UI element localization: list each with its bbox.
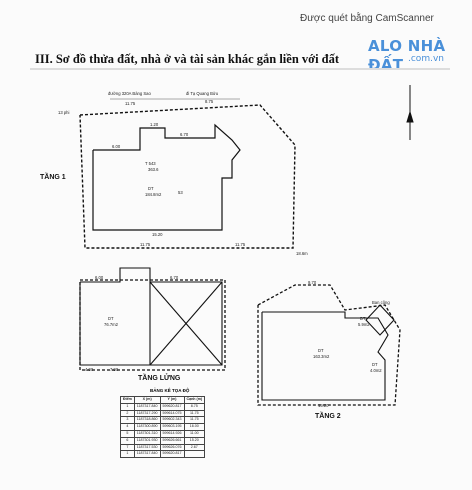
tang2-dim-top: 9.70: [308, 280, 317, 285]
tang2-dt2-area: 5.9m2: [358, 322, 370, 327]
table-row: 7 1187317.530 599626.076 2.67: [120, 443, 206, 452]
coord-header-cell: Y (m): [159, 396, 185, 404]
tang2-dt2-label: DT: [360, 316, 366, 321]
coord-cell: 599614.075: [159, 409, 185, 418]
watermark-domain: .com.vn: [408, 54, 444, 64]
section-title: III. Sơ đồ thửa đất, nhà ở và tài sản kh…: [35, 52, 340, 66]
coord-header-cell: X (m): [133, 396, 161, 404]
tang1-parcel-id: T 543: [145, 161, 156, 166]
coord-cell: 2: [120, 409, 135, 418]
tang2-balcony: Ban công: [372, 300, 390, 305]
tang-lung-dim-bottom1: 7.90: [110, 367, 119, 372]
coord-cell: 1: [120, 450, 135, 459]
coord-cell: 6: [120, 436, 135, 445]
tang1-building: [92, 123, 241, 231]
coord-cell: 1187317.290: [133, 409, 161, 418]
coord-cell: 1: [120, 402, 135, 411]
title-underline: [30, 68, 450, 70]
tang2-label: TẦNG 2: [315, 413, 341, 420]
tang-lung-dt-label: DT: [108, 316, 114, 321]
tang1-label: TẦNG 1: [40, 174, 66, 181]
tang2-dt3-label: DT: [372, 362, 378, 367]
coord-cell: 599603.195: [159, 423, 185, 431]
coord-cell: 1187318.860: [133, 416, 161, 425]
tang1-dim-bottom-right: 11.75: [235, 242, 246, 247]
tang-lung-dim-mid: 6.70: [170, 275, 179, 280]
coord-cell: 5: [120, 429, 135, 438]
coord-cell: 11.75: [183, 416, 206, 425]
coord-cell: 1187301.310: [133, 429, 161, 438]
tang1-parcel-area: 363.6: [148, 167, 159, 172]
table-row: 1 1187317.840 599620.817: [120, 450, 206, 459]
coord-cell: 2.67: [183, 443, 206, 452]
tang1-left-note: 13 phi: [58, 110, 70, 115]
tang1-dt-label: DT: [148, 186, 154, 191]
north-arrow-icon: [406, 85, 414, 140]
coord-table: Điểm X (m) Y (m) Cạnh (m) 1 1187317.840 …: [120, 396, 206, 459]
tang1-dim-8: 1.20: [150, 122, 159, 127]
coord-cell: 1187301.930: [133, 436, 161, 445]
coord-cell: 1187300.890: [133, 423, 161, 431]
tang-lung-outline: [79, 279, 226, 371]
coord-cell: 15.20: [183, 436, 206, 445]
tang2-dt1-area: 163.3m2: [313, 354, 330, 359]
tang1-number: 53: [178, 190, 183, 195]
tang-lung-building: [79, 267, 223, 366]
coord-header-cell: Cạnh (m): [183, 396, 206, 404]
coord-cell: 7: [120, 443, 135, 452]
tang1-street: đường 320A Bàng Sao: [108, 91, 151, 96]
coord-cell: 599620.817: [159, 402, 185, 411]
table-row: 6 1187301.930 599626.661 15.20: [120, 436, 206, 445]
table-row: 5 1187301.310 599614.926 11.00: [120, 429, 206, 438]
tang1-dim-7: 6.70: [180, 132, 189, 137]
scanner-note: Được quét bằng CamScanner: [300, 13, 434, 24]
coord-cell: [183, 450, 206, 459]
tang-lung-dim-left: 6.00: [95, 275, 104, 280]
coord-cell: 599614.926: [159, 429, 185, 438]
coord-cell: 1187317.840: [133, 450, 161, 459]
coord-header-cell: Điểm: [120, 396, 135, 404]
tang2-building: [261, 304, 395, 401]
coord-table-title: BẢNG KÊ TỌA ĐỘ: [150, 388, 190, 393]
table-row: 4 1187300.890 599603.195 16.00: [120, 423, 206, 431]
coord-cell: 599626.661: [159, 436, 185, 445]
tang2-outline: [257, 284, 401, 406]
tang1-street2: đi Tạ Quang Bửu: [186, 91, 219, 96]
tang1-dim-6: 6.00: [112, 144, 121, 149]
tang1-dim-top-right: 8.75: [205, 99, 214, 104]
table-row: 2 1187317.290 599614.075 11.75: [120, 409, 206, 418]
tang1-dim-top-left: 11.75: [125, 101, 136, 106]
coord-table-header: Điểm X (m) Y (m) Cạnh (m): [120, 396, 206, 404]
coord-cell: 4: [120, 423, 135, 431]
coord-cell: 599626.076: [159, 443, 185, 452]
tang1-dim-bottom-left: 11.75: [140, 242, 151, 247]
tang1-dt-area: 184.8m2: [145, 192, 162, 197]
tang-lung-label: TẦNG LỬNG: [138, 375, 181, 382]
coord-cell: 1187317.840: [133, 402, 161, 411]
tang1-right-note: 18.6m: [296, 251, 308, 256]
table-row: 1 1187317.840 599620.817 8.75: [120, 402, 206, 411]
coord-cell: 8.75: [183, 402, 206, 411]
tang1-dim-inner-bottom: 15.20: [152, 232, 163, 237]
tang2-dim-bottom: 15.20: [318, 403, 329, 408]
tang-lung-dim-bottom2: 4.00: [85, 367, 94, 372]
coord-cell: 1187317.530: [133, 443, 161, 452]
coord-cell: 3: [120, 416, 135, 425]
tang2-dt1-label: DT: [318, 348, 324, 353]
tang-lung-dt-area: 76.7m2: [104, 322, 118, 327]
coord-cell: 11.75: [183, 409, 206, 418]
coord-cell: 16.00: [183, 423, 206, 431]
coord-cell: 599620.817: [159, 450, 185, 459]
table-row: 3 1187318.860 599602.343 11.75: [120, 416, 206, 425]
tang1-lot-outline: [79, 104, 296, 249]
coord-cell: 11.00: [183, 429, 206, 438]
coord-cell: 599602.343: [159, 416, 185, 425]
tang2-dt3-area: 4.0m2: [370, 368, 382, 373]
